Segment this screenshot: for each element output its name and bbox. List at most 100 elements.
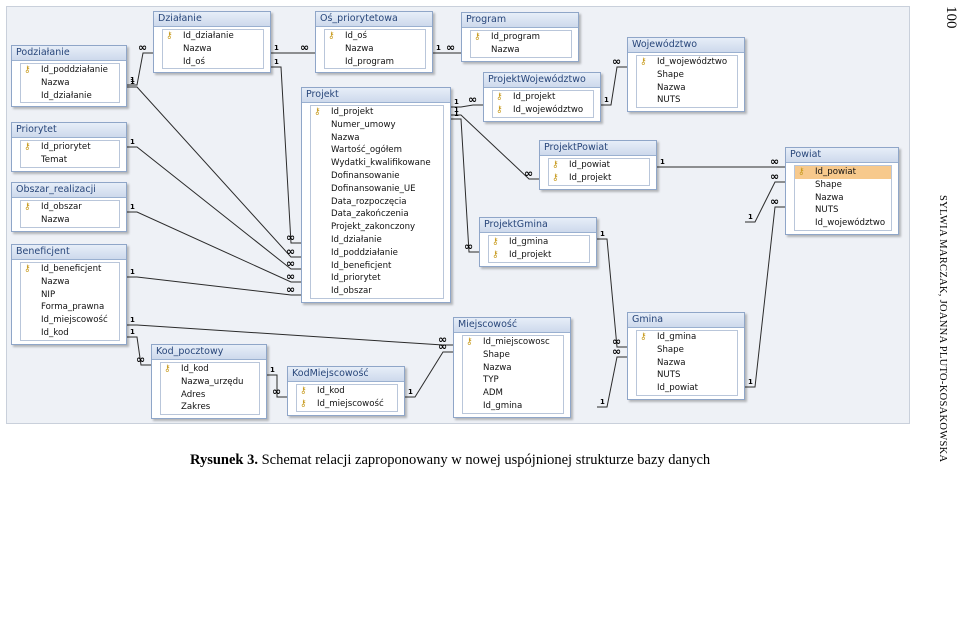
table-title[interactable]: ProjektWojewództwo bbox=[484, 73, 600, 88]
field[interactable]: Id_miejscowość bbox=[21, 314, 119, 327]
field[interactable]: ADM bbox=[463, 387, 563, 400]
field[interactable]: Shape bbox=[637, 344, 737, 357]
field[interactable]: Id_obszar bbox=[311, 285, 443, 298]
field[interactable]: ⚷Id_oś bbox=[325, 30, 425, 43]
table-title[interactable]: Program bbox=[462, 13, 578, 28]
field[interactable]: ⚷Id_powiat bbox=[549, 159, 649, 172]
field[interactable]: Data_rozpoczęcia bbox=[311, 196, 443, 209]
table-title[interactable]: Priorytet bbox=[12, 123, 126, 138]
field[interactable]: ⚷Id_obszar bbox=[21, 201, 119, 214]
field[interactable]: ⚷Id_projekt bbox=[311, 106, 443, 119]
field[interactable]: ⚷Id_projekt bbox=[493, 91, 593, 104]
field[interactable]: Nazwa_urzędu bbox=[161, 376, 259, 389]
field[interactable]: Wydatki_kwalifikowane bbox=[311, 157, 443, 170]
field[interactable]: Nazwa bbox=[637, 357, 737, 370]
field[interactable]: Dofinansowanie bbox=[311, 170, 443, 183]
field[interactable]: Projekt_zakonczony bbox=[311, 221, 443, 234]
field[interactable]: Zakres bbox=[161, 401, 259, 414]
field[interactable]: ⚷Id_projekt bbox=[549, 172, 649, 185]
field[interactable]: Nazwa bbox=[325, 43, 425, 56]
table-title[interactable]: ProjektPowiat bbox=[540, 141, 656, 156]
field[interactable]: Nazwa bbox=[471, 44, 571, 57]
field[interactable]: Dofinansowanie_UE bbox=[311, 183, 443, 196]
field[interactable]: NUTS bbox=[795, 204, 891, 217]
table-title[interactable]: Oś_priorytetowa bbox=[316, 12, 432, 27]
table-projektpowiat[interactable]: ProjektPowiat ⚷Id_powiat⚷Id_projekt bbox=[539, 140, 657, 190]
field[interactable]: Id_działanie bbox=[311, 234, 443, 247]
table-title[interactable]: Podziałanie bbox=[12, 46, 126, 61]
field[interactable]: Id_kod bbox=[21, 327, 119, 340]
field[interactable]: ⚷Id_kod bbox=[161, 363, 259, 376]
table-projektwoj[interactable]: ProjektWojewództwo ⚷Id_projekt⚷Id_wojewód… bbox=[483, 72, 601, 122]
field[interactable]: NUTS bbox=[637, 94, 737, 107]
field[interactable]: TYP bbox=[463, 374, 563, 387]
field[interactable]: Id_priorytet bbox=[311, 272, 443, 285]
field[interactable]: Temat bbox=[21, 154, 119, 167]
field[interactable]: Nazwa bbox=[637, 82, 737, 95]
table-title[interactable]: Beneficjent bbox=[12, 245, 126, 260]
field[interactable]: Id_beneficjent bbox=[311, 260, 443, 273]
field[interactable]: Numer_umowy bbox=[311, 119, 443, 132]
field[interactable]: ⚷Id_gmina bbox=[637, 331, 737, 344]
table-title[interactable]: Województwo bbox=[628, 38, 744, 53]
table-title[interactable]: Działanie bbox=[154, 12, 270, 27]
table-title[interactable]: Gmina bbox=[628, 313, 744, 328]
field[interactable]: ⚷Id_poddziałanie bbox=[21, 64, 119, 77]
field[interactable]: Nazwa bbox=[311, 132, 443, 145]
field[interactable]: ⚷Id_beneficjent bbox=[21, 263, 119, 276]
field[interactable]: ⚷Id_projekt bbox=[489, 249, 589, 262]
field[interactable]: Id_program bbox=[325, 56, 425, 69]
field[interactable]: Forma_prawna bbox=[21, 301, 119, 314]
field[interactable]: Id_działanie bbox=[21, 90, 119, 103]
field[interactable]: NIP bbox=[21, 289, 119, 302]
field[interactable]: Id_województwo bbox=[795, 217, 891, 230]
field[interactable]: Shape bbox=[637, 69, 737, 82]
table-title[interactable]: Miejscowość bbox=[454, 318, 570, 333]
field[interactable]: ⚷Id_gmina bbox=[489, 236, 589, 249]
field[interactable]: Nazwa bbox=[463, 362, 563, 375]
table-title[interactable]: Projekt bbox=[302, 88, 450, 103]
field[interactable]: ⚷Id_kod bbox=[297, 385, 397, 398]
field[interactable]: Data_zakończenia bbox=[311, 208, 443, 221]
table-title[interactable]: ProjektGmina bbox=[480, 218, 596, 233]
field[interactable]: ⚷Id_województwo bbox=[493, 104, 593, 117]
field[interactable]: Id_powiat bbox=[637, 382, 737, 395]
field[interactable]: Id_gmina bbox=[463, 400, 563, 413]
field[interactable]: Nazwa bbox=[21, 276, 119, 289]
field[interactable]: Nazwa bbox=[795, 192, 891, 205]
field[interactable]: ⚷Id_priorytet bbox=[21, 141, 119, 154]
field[interactable]: Id_oś bbox=[163, 56, 263, 69]
field[interactable]: Wartość_ogółem bbox=[311, 144, 443, 157]
field[interactable]: Shape bbox=[463, 349, 563, 362]
field[interactable]: ⚷Id_województwo bbox=[637, 56, 737, 69]
field[interactable]: Nazwa bbox=[163, 43, 263, 56]
field[interactable]: ⚷Id_program bbox=[471, 31, 571, 44]
field[interactable]: NUTS bbox=[637, 369, 737, 382]
field[interactable]: ⚷Id_powiat bbox=[795, 166, 891, 179]
field[interactable]: Adres bbox=[161, 389, 259, 402]
field[interactable]: ⚷Id_działanie bbox=[163, 30, 263, 43]
table-title[interactable]: Kod_pocztowy bbox=[152, 345, 266, 360]
table-title[interactable]: KodMiejscowość bbox=[288, 367, 404, 382]
field[interactable]: ⚷Id_miejscowość bbox=[297, 398, 397, 411]
field[interactable]: ⚷Id_miejscowosc bbox=[463, 336, 563, 349]
field[interactable]: Nazwa bbox=[21, 214, 119, 227]
field[interactable]: Shape bbox=[795, 179, 891, 192]
table-projektgmina[interactable]: ProjektGmina ⚷Id_gmina⚷Id_projekt bbox=[479, 217, 597, 267]
table-kodmiejscowosc[interactable]: KodMiejscowość ⚷Id_kod⚷Id_miejscowość bbox=[287, 366, 405, 416]
table-title[interactable]: Powiat bbox=[786, 148, 898, 163]
field[interactable]: Id_poddziałanie bbox=[311, 247, 443, 260]
